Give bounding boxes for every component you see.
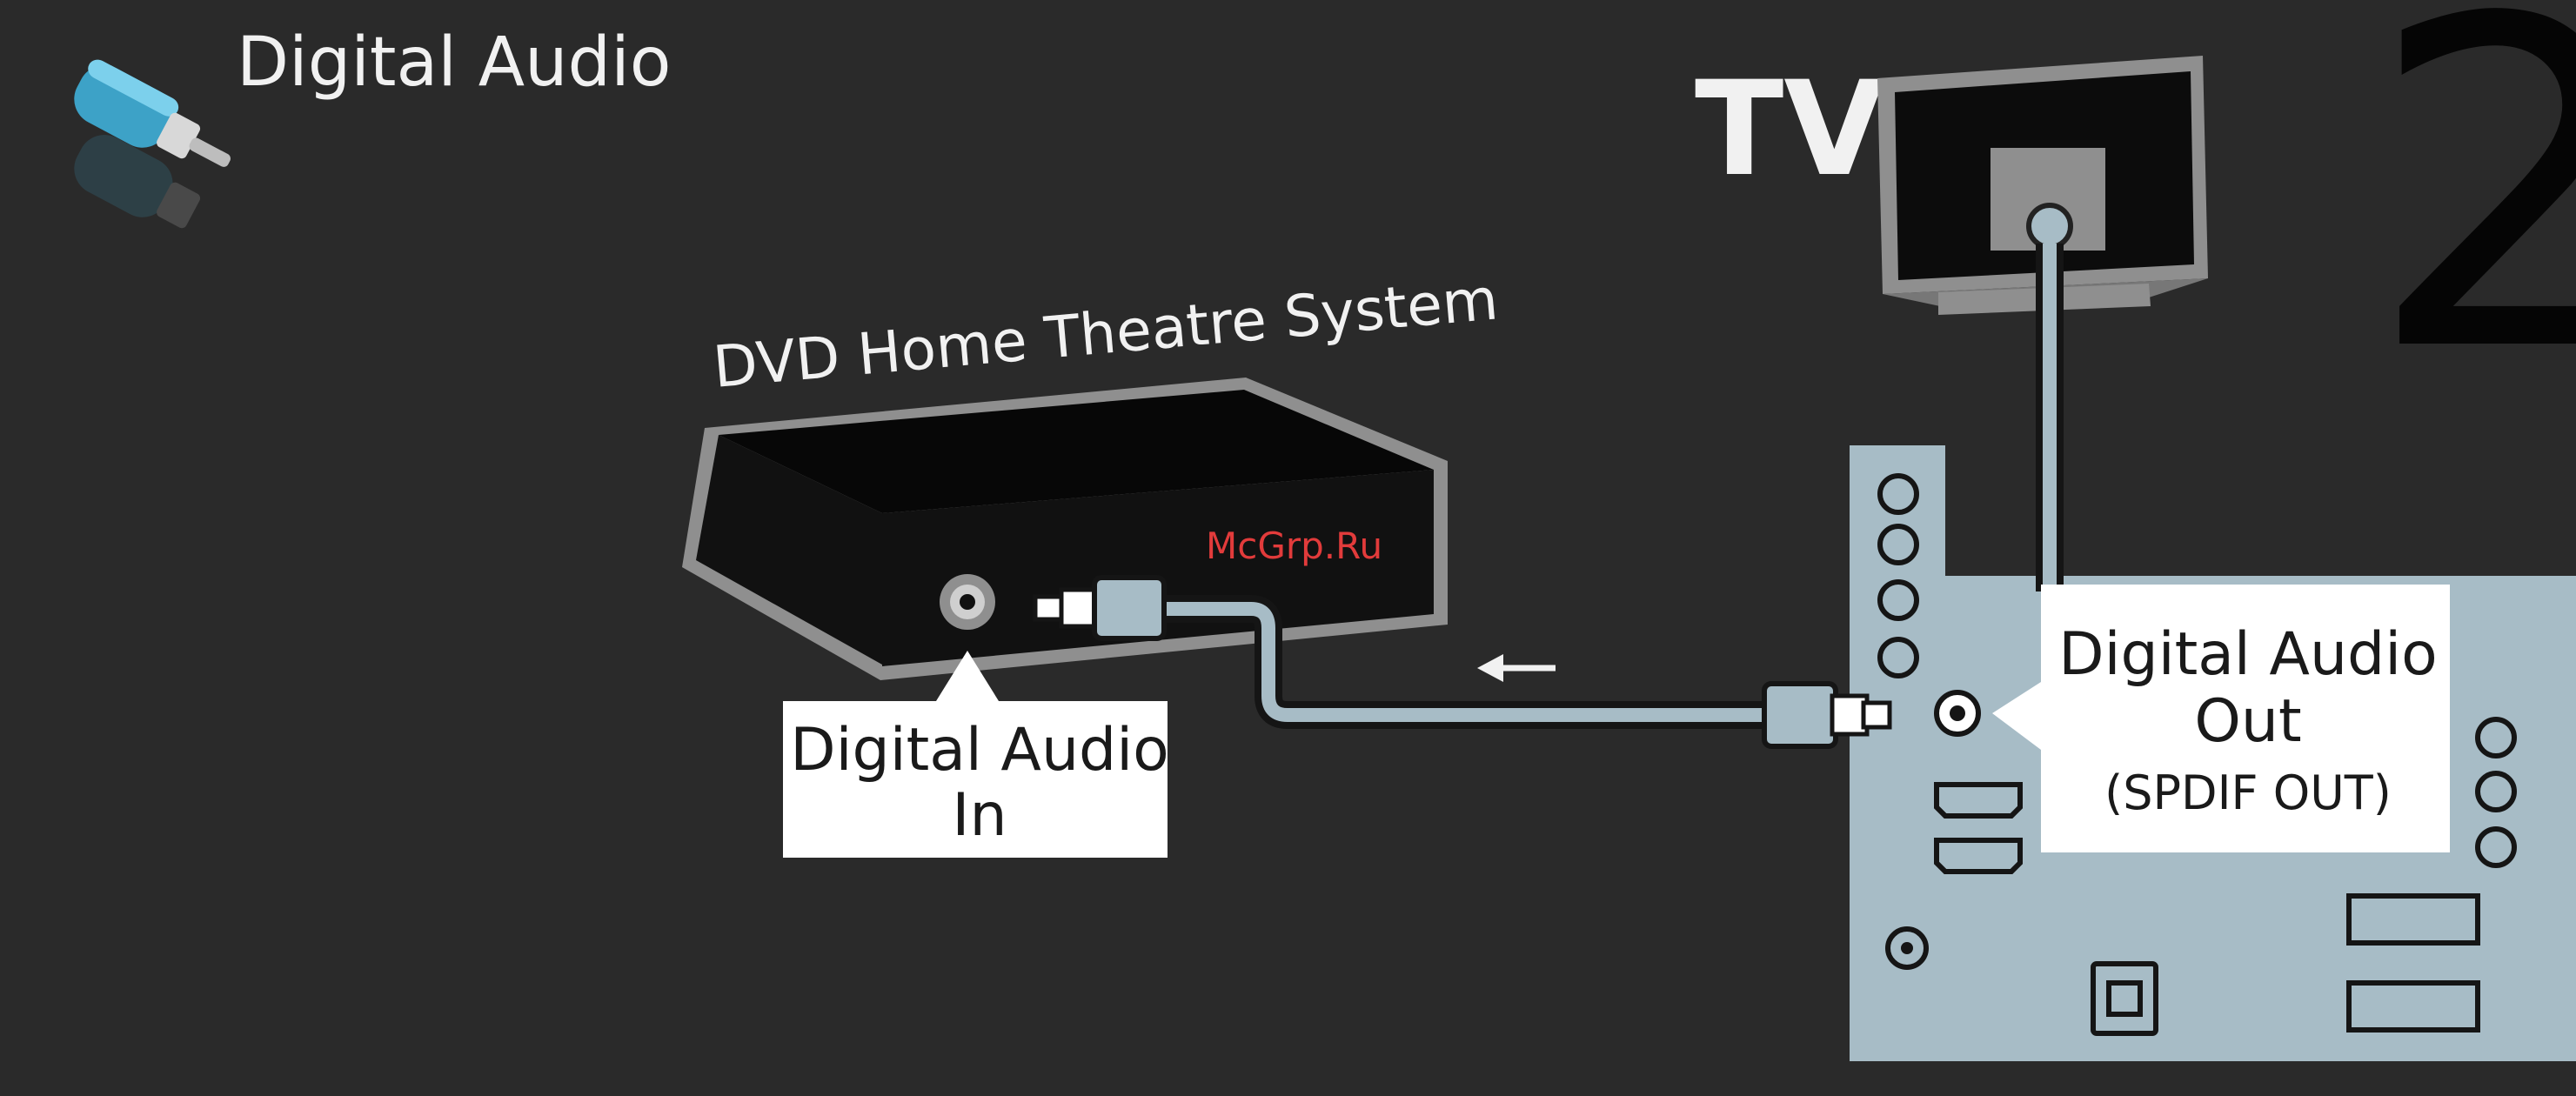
callout-out-line1: Digital Audio [2058, 620, 2437, 689]
rca-plug-icon [65, 56, 244, 239]
spdif-out-port [1937, 692, 1978, 734]
dvd-label: DVD Home Theatre System [711, 265, 1501, 401]
callout-in-line2: In [952, 781, 1007, 850]
callout-digital-audio-out: Digital Audio Out (SPDIF OUT) [1992, 585, 2450, 852]
page-title: Digital Audio [237, 23, 671, 102]
arrow-left-icon [1477, 654, 1556, 682]
digital-audio-in-port [940, 574, 995, 630]
step-number: 2 [2366, 0, 2576, 451]
callout-out-line2: Out [2194, 687, 2301, 756]
watermark-text: McGrp.Ru [1206, 525, 1382, 567]
tv-label: TV [1695, 54, 1884, 205]
callout-digital-audio-in: Digital Audio In [783, 651, 1169, 858]
callout-out-line3: (SPDIF OUT) [2104, 765, 2392, 820]
tv-panel-cable [2036, 244, 2064, 591]
callout-in-line1: Digital Audio [790, 716, 1168, 785]
